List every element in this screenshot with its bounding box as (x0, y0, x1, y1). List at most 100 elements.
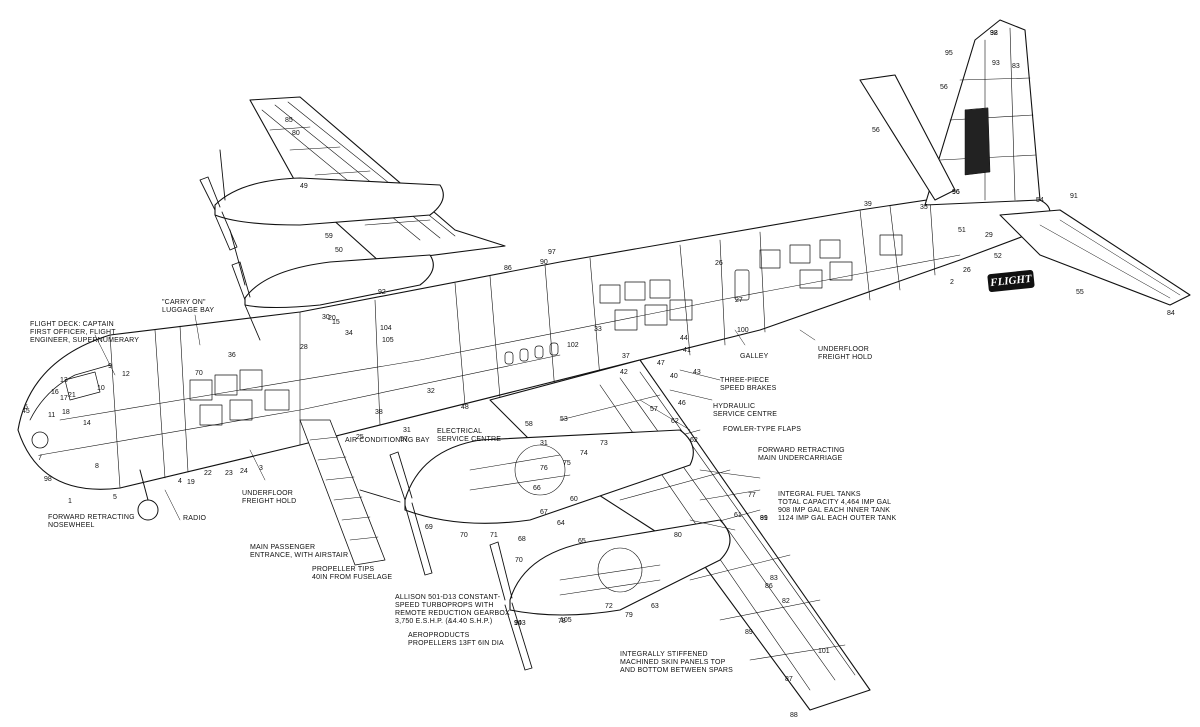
callout-number: 56 (940, 84, 948, 91)
callout-number: 105 (560, 617, 572, 624)
callout-number: 59 (325, 233, 333, 240)
callout-number: 84 (1167, 310, 1175, 317)
callout-number: 99 (760, 515, 768, 522)
callout-number: 38 (375, 409, 383, 416)
callout-number: 80 (292, 130, 300, 137)
callout-number: 72 (605, 603, 613, 610)
callout-number: 30 (322, 314, 330, 321)
callout-number: 33 (594, 326, 602, 333)
left-outer-nacelle (214, 177, 444, 226)
callout-number: 104 (380, 325, 392, 332)
callout-number: 70 (460, 532, 468, 539)
callout-number: 41 (683, 347, 691, 354)
callout-number: 70 (195, 370, 203, 377)
label-propeller-tips: PROPELLER TIPS 40in FROM FUSELAGE (312, 566, 393, 581)
callout-number: 58 (525, 421, 533, 428)
callout-number: 64 (557, 520, 565, 527)
callout-number: 39 (864, 201, 872, 208)
callout-number: 20 (328, 315, 336, 322)
callout-number: 96 (952, 189, 960, 196)
callout-number: 19 (187, 479, 195, 486)
label-forward-retracting-main-undercarriage: FORWARD RETRACTING MAIN UNDERCARRIAGE (758, 447, 845, 462)
callout-number: 73 (600, 440, 608, 447)
label-galley: GALLEY (740, 353, 769, 360)
callout-number: 24 (240, 468, 248, 475)
callout-number: 51 (958, 227, 966, 234)
callout-number: 94 (514, 620, 522, 627)
callout-number: 34 (345, 330, 353, 337)
callout-number: 67 (540, 509, 548, 516)
callout-number: 87 (785, 676, 793, 683)
callout-number: 26 (963, 267, 971, 274)
callout-number: 103 (514, 620, 526, 627)
callout-number: 54 (1036, 197, 1044, 204)
callout-number: 52 (994, 253, 1002, 260)
callout-number: 62 (671, 418, 679, 425)
callout-number: 100 (737, 327, 749, 334)
callout-number: 6 (24, 404, 28, 411)
callout-number: 23 (225, 470, 233, 477)
callout-number: 14 (83, 420, 91, 427)
left-inner-nacelle (244, 254, 434, 309)
label-radio: RADIO (183, 515, 207, 522)
callout-number: 10 (97, 385, 105, 392)
callout-number: 27 (735, 297, 743, 304)
callout-number: 70 (515, 557, 523, 564)
callout-number: 16 (51, 389, 59, 396)
callout-number: 13 (60, 377, 68, 384)
callout-number: 3 (259, 465, 263, 472)
callout-number: 15 (332, 319, 340, 326)
callout-number: 40 (670, 373, 678, 380)
callout-number: 50 (335, 247, 343, 254)
callout-number: 105 (382, 337, 394, 344)
label-flight-deck: FLIGHT DECK: CAPTAIN FIRST OFFICER, FLIG… (30, 321, 140, 344)
propeller-blades (199, 149, 533, 671)
callout-number: 26 (715, 260, 723, 267)
callout-number: 88 (790, 712, 798, 719)
callout-number: 55 (1076, 289, 1084, 296)
callout-number: 44 (680, 335, 688, 342)
callout-number: 60 (570, 496, 578, 503)
callout-number: 35 (920, 204, 928, 211)
callout-number: 91 (1070, 193, 1078, 200)
label-underfloor-freight-hold-aft: UNDERFLOOR FREIGHT HOLD (818, 346, 873, 361)
callout-number: 92 (990, 30, 998, 37)
label-underfloor-freight-hold-forward: UNDERFLOOR FREIGHT HOLD (242, 490, 297, 505)
callout-number: 89 (745, 629, 753, 636)
callout-number: 29 (985, 232, 993, 239)
callout-number: 79 (625, 612, 633, 619)
label-aeroproducts-propellers: AEROPRODUCTS PROPELLERS 13ft 6in dia (408, 632, 504, 647)
callout-number: 95 (945, 50, 953, 57)
callout-number: 53 (560, 416, 568, 423)
callout-number: 49 (300, 183, 308, 190)
callout-number: 48 (461, 404, 469, 411)
callout-number: 47 (657, 360, 665, 367)
label-main-passenger-entrance: MAIN PASSENGER ENTRANCE, WITH AIRSTAIR (250, 544, 349, 559)
callout-number: 97 (548, 249, 556, 256)
callout-number: 57 (400, 436, 408, 443)
callout-number: 101 (818, 648, 830, 655)
callout-number: 57 (650, 406, 658, 413)
callout-number: 96 (952, 189, 960, 196)
callout-number: 38 (990, 30, 998, 37)
callout-number: 18 (62, 409, 70, 416)
callout-number: 66 (533, 485, 541, 492)
callout-number: 42 (620, 369, 628, 376)
callout-number: 56 (872, 127, 880, 134)
callout-number: 71 (490, 532, 498, 539)
label-electrical-service-centre: ELECTRICAL SERVICE CENTRE (437, 428, 502, 443)
callout-number: 93 (992, 60, 1000, 67)
callout-number: 21 (68, 392, 76, 399)
callout-number: 11 (48, 412, 56, 419)
callout-number: 62 (690, 437, 698, 444)
callout-number: 85 (285, 117, 293, 124)
callout-number: 28 (300, 344, 308, 351)
label-three-piece-speed-brakes: THREE-PIECE SPEED BRAKES (720, 377, 777, 392)
callout-number: 77 (748, 492, 756, 499)
callout-number: 81 (760, 515, 768, 522)
right-outer-nacelle (509, 519, 731, 616)
callout-number: 82 (782, 598, 790, 605)
label-forward-retracting-nosewheel: FORWARD RETRACTING NOSEWHEEL (48, 514, 135, 529)
